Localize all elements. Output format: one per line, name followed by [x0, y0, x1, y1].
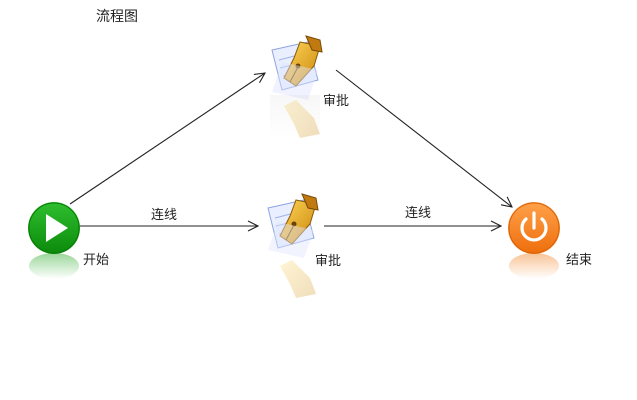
node-label-end: 结束	[566, 253, 592, 268]
edge-label-mid-to-end: 连线	[405, 205, 431, 221]
node-label-approve-top: 审批	[323, 94, 349, 109]
edge-start-to-approve-top[interactable]	[69, 73, 265, 205]
fountain-pen-icon	[271, 35, 323, 91]
node-label-approve-mid: 审批	[315, 254, 341, 269]
power-icon	[508, 202, 560, 254]
play-icon	[28, 202, 80, 254]
fountain-pen-icon	[267, 193, 319, 249]
pen-reflection	[270, 62, 320, 143]
diagram-title: 流程图	[96, 9, 138, 25]
start-reflection	[29, 253, 79, 279]
edge-approve-top-to-end[interactable]	[335, 69, 512, 207]
node-label-start: 开始	[83, 253, 109, 268]
pen-reflection	[268, 222, 316, 298]
node-approve-top[interactable]: 审批	[270, 35, 349, 143]
end-reflection	[509, 253, 559, 279]
node-end[interactable]: 结束	[508, 202, 592, 279]
node-approve-mid[interactable]: 审批	[267, 193, 341, 298]
edge-label-start-to-mid: 连线	[151, 207, 177, 223]
node-start[interactable]: 开始	[28, 202, 109, 279]
